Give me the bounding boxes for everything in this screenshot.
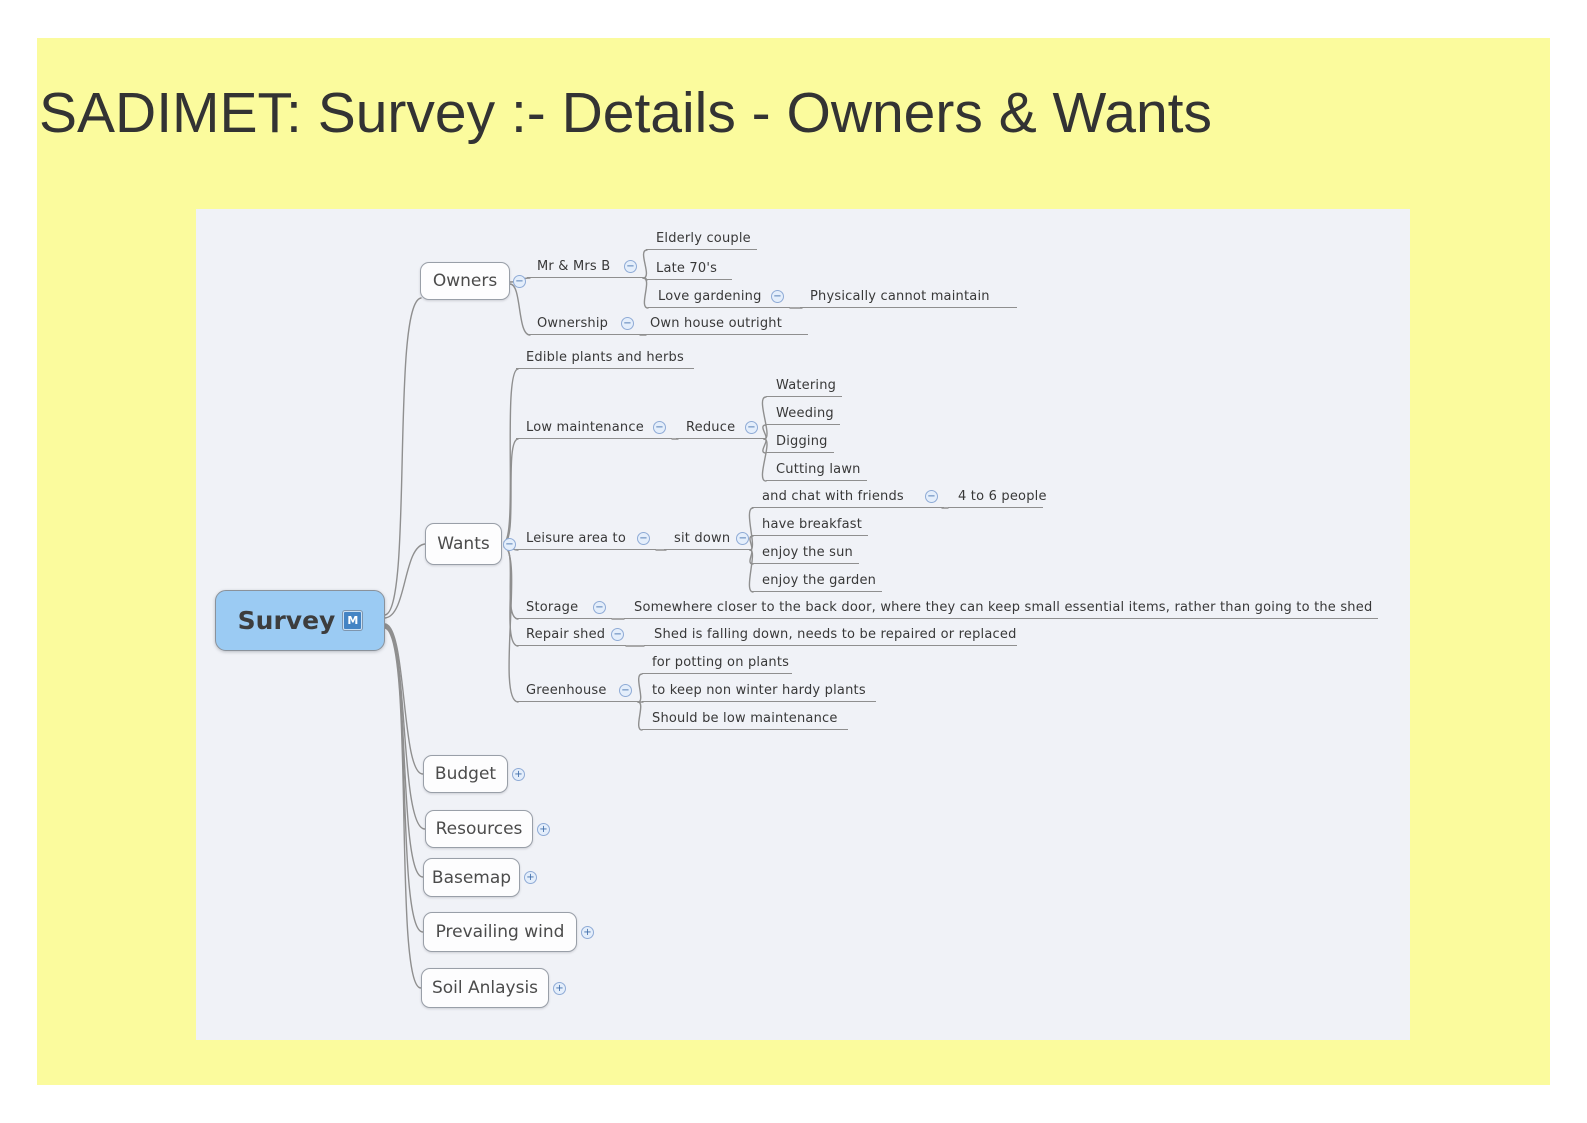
node-late-70s[interactable]: Late 70's xyxy=(646,254,732,280)
slide-background: SADIMET: Survey :- Details - Owners & Wa… xyxy=(37,38,1550,1085)
collapse-icon[interactable]: − xyxy=(593,601,606,614)
node-edible-plants[interactable]: Edible plants and herbs xyxy=(516,343,694,369)
node-resources[interactable]: Resources xyxy=(425,810,533,848)
node-owners[interactable]: Owners xyxy=(420,262,510,300)
node-storage[interactable]: Storage − xyxy=(516,593,612,619)
node-love-gardening[interactable]: Love gardening − xyxy=(648,282,790,308)
node-budget[interactable]: Budget xyxy=(423,755,508,793)
collapse-icon[interactable]: − xyxy=(624,260,637,273)
collapse-icon[interactable]: − xyxy=(736,532,750,545)
node-low-maintenance[interactable]: Low maintenance − xyxy=(516,413,672,439)
collapse-icon[interactable]: − xyxy=(611,628,625,641)
node-repair-note[interactable]: Shed is falling down, needs to be repair… xyxy=(644,620,1017,646)
node-sit-down[interactable]: sit down − xyxy=(664,524,750,550)
node-should-be-low-maintenance[interactable]: Should be low maintenance xyxy=(642,704,848,730)
expand-icon[interactable]: + xyxy=(524,871,537,884)
node-mr-mrs-b[interactable]: Mr & Mrs B − xyxy=(527,252,643,278)
expand-icon[interactable]: + xyxy=(537,823,550,836)
node-chat-with-friends[interactable]: and chat with friends − xyxy=(752,482,944,508)
node-physically-cannot-maintain[interactable]: Physically cannot maintain xyxy=(800,282,1017,308)
node-elderly-couple[interactable]: Elderly couple xyxy=(646,224,757,250)
node-own-house-outright[interactable]: Own house outright xyxy=(640,309,808,335)
node-wants[interactable]: Wants xyxy=(425,523,502,565)
collapse-icon[interactable]: − xyxy=(771,290,784,303)
node-digging[interactable]: Digging xyxy=(766,427,834,453)
node-greenhouse[interactable]: Greenhouse − xyxy=(516,676,638,702)
node-for-potting[interactable]: for potting on plants xyxy=(642,648,792,674)
node-basemap[interactable]: Basemap xyxy=(423,858,520,897)
node-storage-note[interactable]: Somewhere closer to the back door, where… xyxy=(624,593,1379,619)
node-ownership[interactable]: Ownership − xyxy=(527,309,640,335)
node-reduce[interactable]: Reduce − xyxy=(676,413,764,439)
connector-lines xyxy=(384,249,949,989)
node-prevailing-wind[interactable]: Prevailing wind xyxy=(423,912,577,952)
expand-icon[interactable]: + xyxy=(581,926,594,939)
mindmap-panel: Survey M Owners − Wants − Budget + Resou… xyxy=(196,209,1410,1040)
root-label: Survey xyxy=(237,606,336,635)
page-title: SADIMET: Survey :- Details - Owners & Wa… xyxy=(39,81,1212,145)
map-badge-icon[interactable]: M xyxy=(343,611,363,630)
node-4-to-6-people[interactable]: 4 to 6 people xyxy=(948,482,1046,508)
node-have-breakfast[interactable]: have breakfast xyxy=(752,510,869,536)
node-soil-analysis[interactable]: Soil Anlaysis xyxy=(421,968,549,1008)
node-enjoy-the-sun[interactable]: enjoy the sun xyxy=(752,538,859,564)
collapse-icon[interactable]: − xyxy=(513,275,526,288)
collapse-icon[interactable]: − xyxy=(745,421,758,434)
collapse-icon[interactable]: − xyxy=(637,532,650,545)
node-enjoy-the-garden[interactable]: enjoy the garden xyxy=(752,566,883,592)
node-cutting-lawn[interactable]: Cutting lawn xyxy=(766,455,867,481)
node-non-winter-hardy[interactable]: to keep non winter hardy plants xyxy=(642,676,876,702)
collapse-icon[interactable]: − xyxy=(925,490,938,503)
collapse-icon[interactable]: − xyxy=(503,538,516,551)
node-survey-root[interactable]: Survey M xyxy=(215,590,385,651)
node-watering[interactable]: Watering xyxy=(766,371,843,397)
collapse-icon[interactable]: − xyxy=(621,317,634,330)
collapse-icon[interactable]: − xyxy=(653,421,666,434)
node-weeding[interactable]: Weeding xyxy=(766,399,840,425)
collapse-icon[interactable]: − xyxy=(619,684,632,697)
node-leisure-area[interactable]: Leisure area to − xyxy=(516,524,656,550)
expand-icon[interactable]: + xyxy=(553,982,566,995)
expand-icon[interactable]: + xyxy=(512,768,525,781)
node-repair-shed[interactable]: Repair shed − xyxy=(516,620,626,646)
